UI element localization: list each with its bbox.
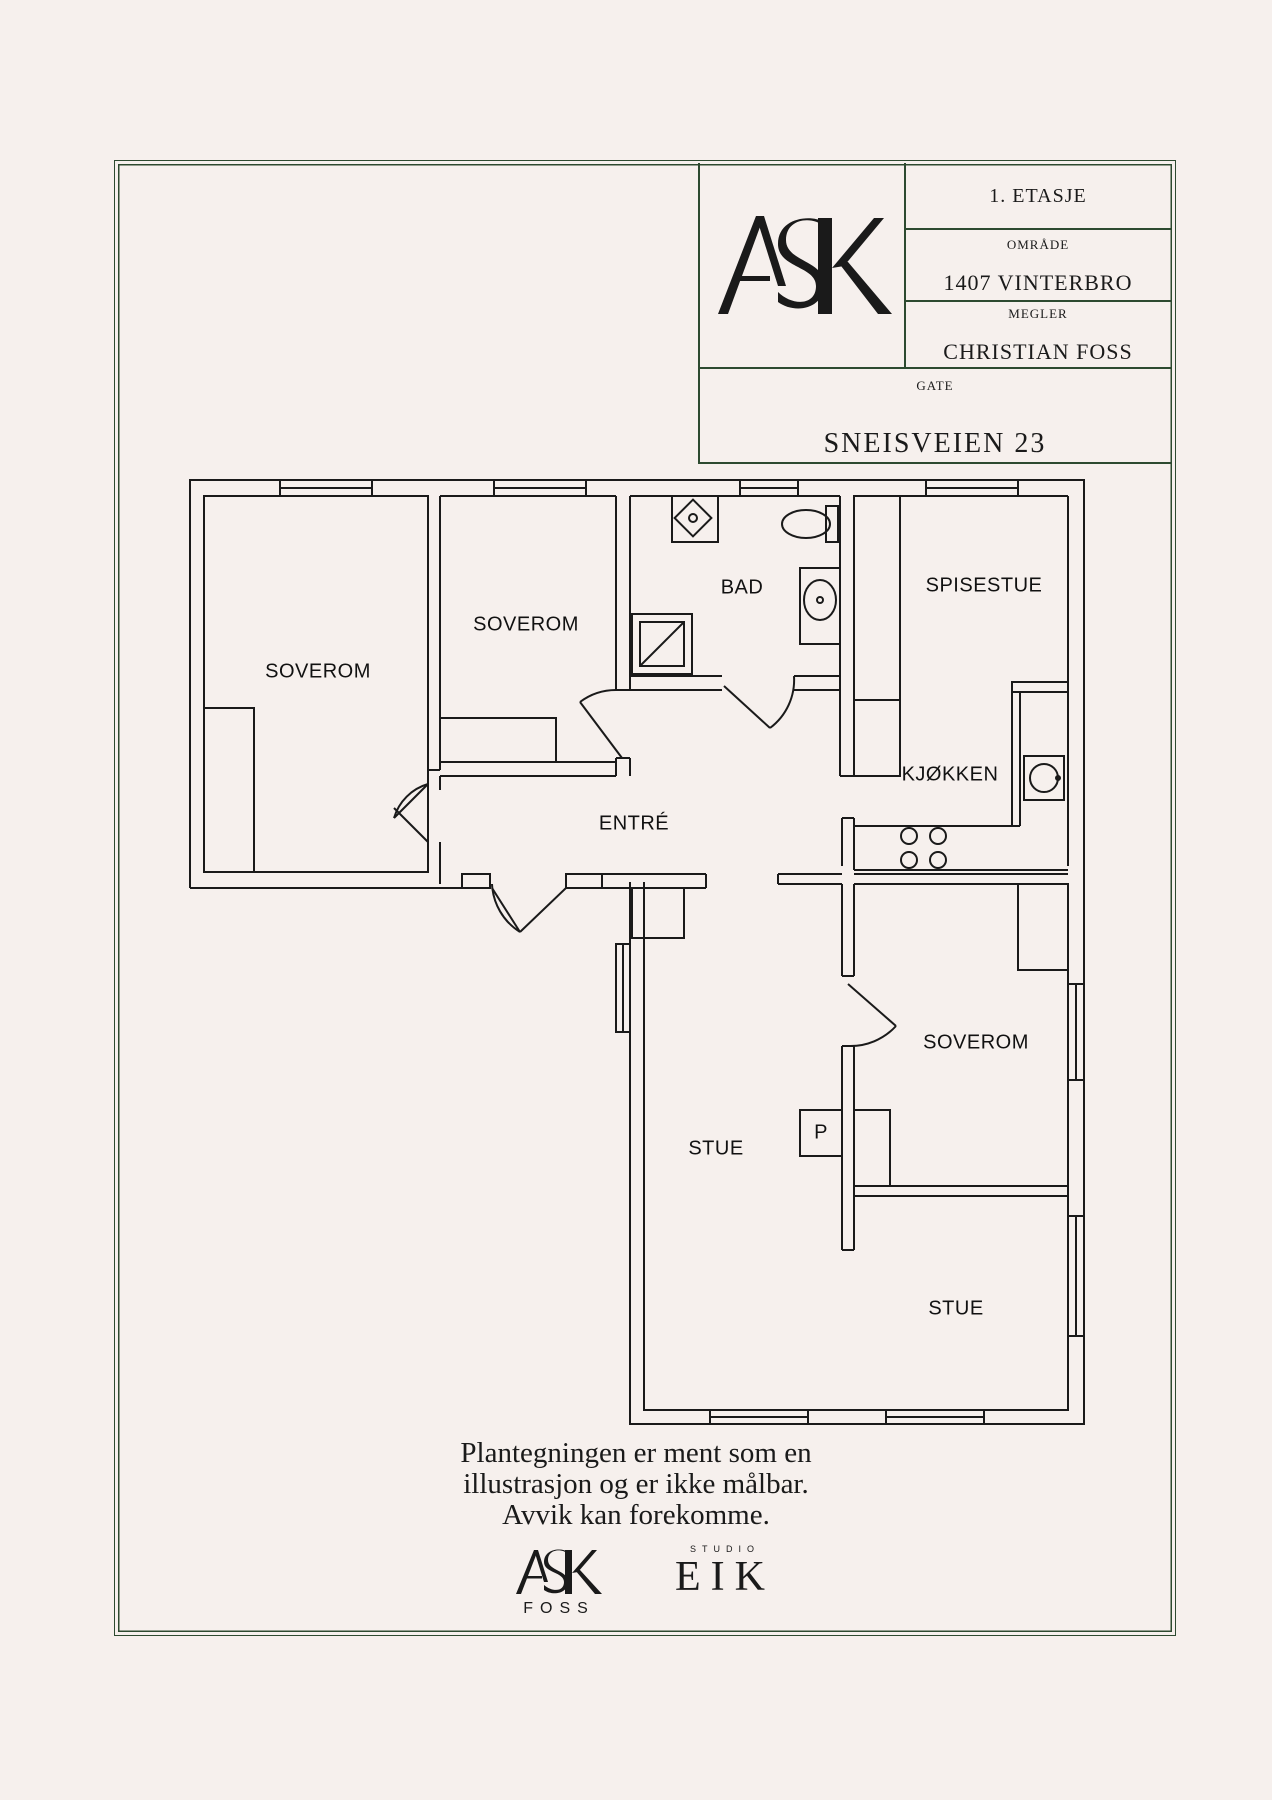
- disclaimer-line-1: Plantegningen er ment som en: [460, 1437, 812, 1469]
- agent-value: CHRISTIAN FOSS: [943, 339, 1133, 364]
- room-soverom-1: SOVEROM: [265, 660, 371, 683]
- studio-text: STUDIO: [689, 1544, 760, 1554]
- room-stue-1: STUE: [688, 1137, 744, 1160]
- studio-eik-logo: STUDIO EIK: [670, 1544, 780, 1614]
- eik-text: EIK: [675, 1554, 775, 1600]
- room-soverom-3: SOVEROM: [923, 1031, 1029, 1054]
- street-label: GATE: [916, 378, 954, 393]
- foss-text: FOSS: [523, 1600, 595, 1616]
- floor-label: 1. ETASJE: [989, 185, 1087, 207]
- disclaimer-line-3: Avvik kan forekomme.: [502, 1499, 770, 1531]
- area-value: 1407 VINTERBRO: [943, 270, 1133, 295]
- room-bad: BAD: [720, 576, 764, 599]
- agent-label: MEGLER: [1008, 306, 1068, 321]
- ask-logo: [718, 216, 892, 314]
- room-entre: ENTRÉ: [598, 812, 670, 835]
- disclaimer-line-2: illustrasjon og er ikke målbar.: [463, 1468, 809, 1500]
- room-stue-2: STUE: [928, 1297, 984, 1320]
- street-value: SNEISVEIEN 23: [823, 428, 1047, 459]
- ask-foss-logo: FOSS: [516, 1549, 602, 1616]
- room-p: P: [814, 1121, 828, 1144]
- area-label: OMRÅDE: [1006, 237, 1070, 252]
- room-kjokken: KJØKKEN: [901, 763, 999, 786]
- room-soverom-2: SOVEROM: [473, 613, 579, 636]
- room-spisestue: SPISESTUE: [925, 574, 1043, 597]
- page-frame: [114, 160, 1176, 1636]
- disclaimer: Plantegningen er ment som en illustrasjo…: [386, 1438, 886, 1531]
